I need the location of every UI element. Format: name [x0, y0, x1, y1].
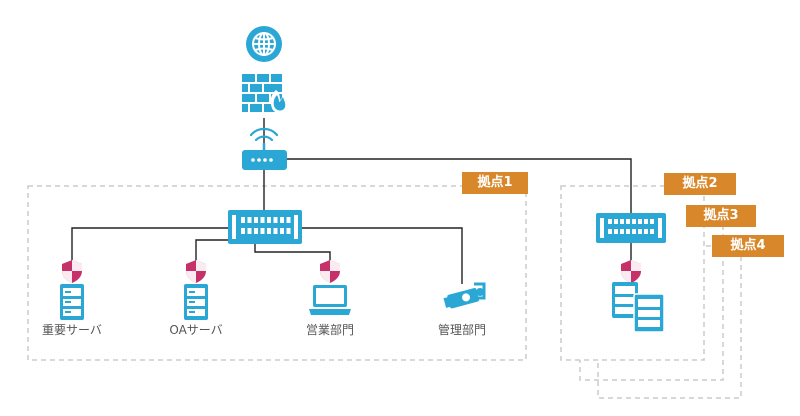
site1-box: [27, 185, 527, 361]
switch-port: [632, 219, 636, 224]
switch-port: [638, 219, 642, 224]
device-label-sales-dept: 営業部門: [305, 323, 355, 337]
shield-icon: [62, 260, 82, 283]
switch-port: [241, 217, 245, 223]
switch-port: [286, 228, 291, 234]
site3-box: [579, 223, 724, 381]
switch-port: [644, 219, 648, 224]
shield-icon: [186, 260, 206, 283]
switch-port: [247, 228, 252, 234]
switch-port: [614, 229, 618, 234]
wifi-router-icon: [242, 127, 287, 170]
switch-port: [254, 217, 258, 223]
device-label-critical-server: 重要サーバ: [42, 323, 102, 337]
switch-port: [247, 217, 252, 223]
connection-lines: [71, 118, 632, 284]
site2-switch-icon: [596, 213, 666, 243]
switch-port: [286, 217, 291, 223]
site4-label: 拠点4: [712, 235, 784, 257]
switch-port: [614, 219, 618, 224]
site3-label: 拠点3: [686, 205, 756, 227]
switch-port: [632, 229, 636, 234]
switch-port: [620, 219, 624, 224]
laptop-icon: [309, 285, 351, 315]
shield-icon: [621, 260, 641, 283]
firewall-icon: [242, 74, 289, 114]
server-icon: [184, 284, 208, 320]
switch-port: [608, 229, 612, 234]
switch-port: [267, 217, 271, 223]
switch-port: [260, 228, 265, 234]
server-icon: [60, 284, 84, 320]
site1-label: 拠点1: [462, 172, 528, 194]
switch-port: [650, 229, 654, 234]
switch-port: [644, 229, 648, 234]
switch-port: [280, 228, 284, 234]
switch-port: [650, 219, 654, 224]
switch-icon: [228, 210, 302, 244]
camera-icon: [443, 282, 486, 309]
shield-icon: [320, 260, 340, 283]
site2-label: 拠点2: [664, 173, 736, 195]
switch-port: [626, 219, 630, 224]
switch-port: [620, 229, 624, 234]
switch-port: [638, 229, 642, 234]
site2-server-icon: [612, 282, 665, 333]
switch-port: [280, 217, 284, 223]
switch-port: [626, 229, 630, 234]
switch-port: [254, 228, 258, 234]
switch-port: [267, 228, 271, 234]
switch-port: [260, 217, 265, 223]
switch-port: [241, 228, 245, 234]
globe-icon: [246, 26, 282, 62]
switch-port: [273, 228, 278, 234]
device-label-oa-server: OAサーバ: [169, 323, 223, 337]
switch-port: [608, 219, 612, 224]
device-label-admin-dept: 管理部門: [437, 323, 487, 337]
switch-port: [273, 217, 278, 223]
